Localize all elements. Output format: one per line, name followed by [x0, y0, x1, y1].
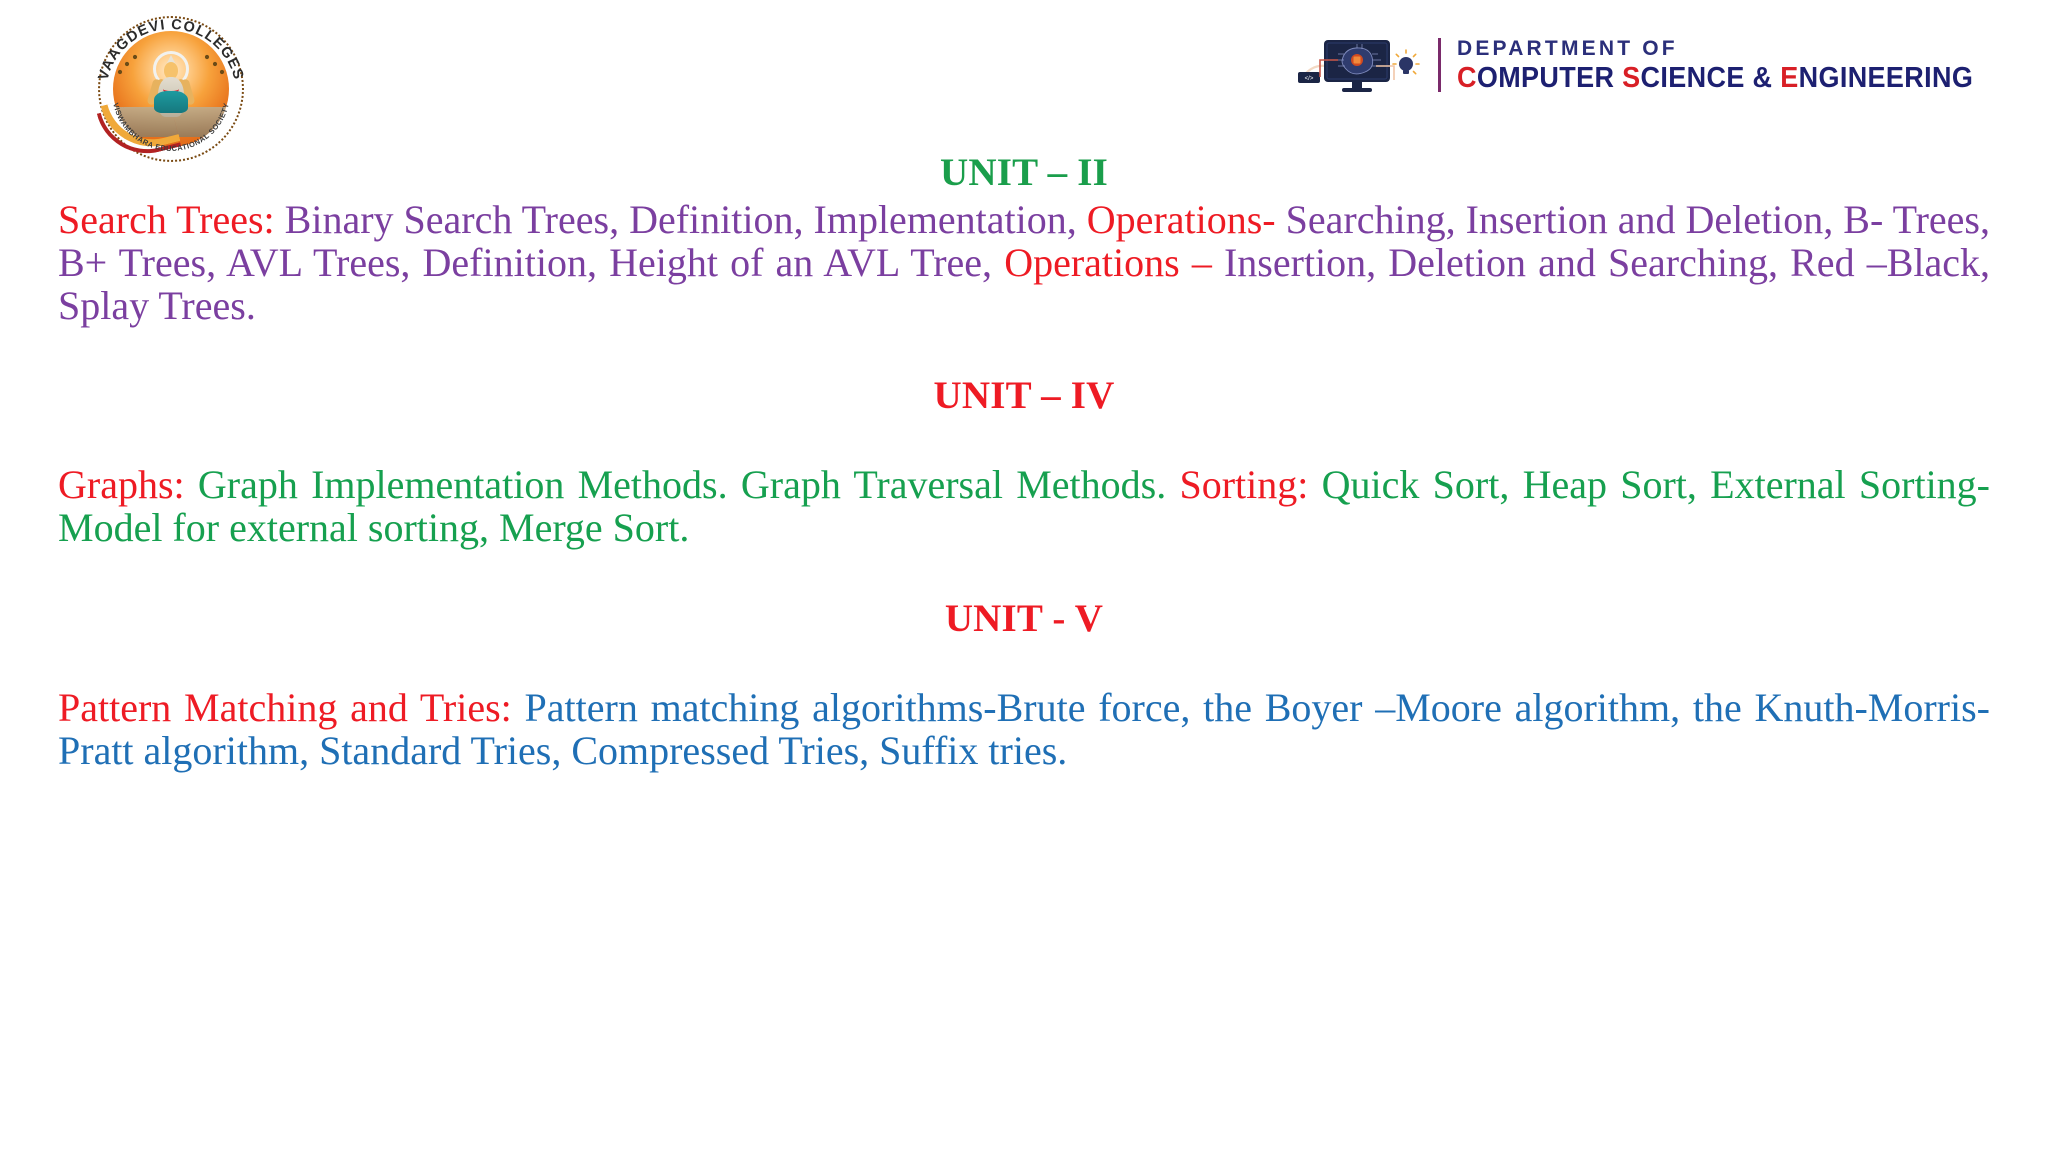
segment-text: Sorting:: [1179, 462, 1309, 508]
segment-text: Operations –: [1004, 239, 1212, 285]
logo-inner-disc: [113, 31, 229, 147]
segment-text: Operations-: [1086, 197, 1276, 242]
svg-text:</>: </>: [1305, 76, 1314, 82]
unit-4-body: Graphs: Graph Implementation Methods. Gr…: [58, 462, 1991, 551]
segment-text: Quick Sort, Heap Sort, External Sorting-…: [58, 462, 1991, 551]
logo-divider: [1437, 38, 1441, 92]
unit-heading-2: UNIT – II: [940, 151, 1108, 194]
segment-text: Graphs:: [58, 462, 185, 508]
slide-content: UNIT – II Search Trees: Binary Search Tr…: [0, 150, 2048, 773]
segment-text: Pattern Matching and Tries:: [58, 684, 512, 730]
unit-2-body: Search Trees: Binary Search Trees, Defin…: [58, 197, 1991, 328]
svg-text:VISWAMBHARA EDUCATIONAL SOCIET: VISWAMBHARA EDUCATIONAL SOCIETY: [111, 102, 231, 153]
logo-arc-text: VAAGDEVI COLLEGES VISWAMBHARA EDUCATIONA…: [96, 14, 246, 164]
unit-heading-4: UNIT – IV: [933, 374, 1115, 418]
department-of-label: DEPARTMENT OF: [1456, 36, 1678, 60]
segment-text: Insertion, Deletion and Searching, Red –…: [58, 239, 1991, 328]
department-wordmark: DEPARTMENT OF COMPUTER SCIENCE & ENGINEE…: [1457, 38, 2012, 93]
department-name-label: COMPUTER SCIENCE & ENGINEERING: [1456, 61, 1974, 94]
unit-5-body: Pattern Matching and Tries: Pattern matc…: [58, 684, 1991, 773]
unit-heading-5: UNIT - V: [944, 596, 1104, 640]
segment-text: Graph Implementation Methods. Graph Trav…: [184, 462, 1180, 508]
computer-brain-monitor-icon: </>: [1297, 32, 1430, 98]
segment-text: Searching, Insertion and Deletion, B- Tr…: [58, 197, 1990, 285]
segment-text: Binary Search Trees, Definition, Impleme…: [274, 197, 1087, 242]
segment-text: Pattern matching algorithms-Brute force,…: [58, 684, 1991, 773]
deity-figure-icon: [146, 51, 196, 129]
department-logo: </>: [1297, 32, 2012, 98]
vaagdevi-college-logo: VAAGDEVI COLLEGES VISWAMBHARA EDUCATIONA…: [96, 14, 246, 165]
segment-text: Search Trees:: [58, 197, 275, 242]
slide-header: VAAGDEVI COLLEGES VISWAMBHARA EDUCATIONA…: [0, 0, 2048, 165]
